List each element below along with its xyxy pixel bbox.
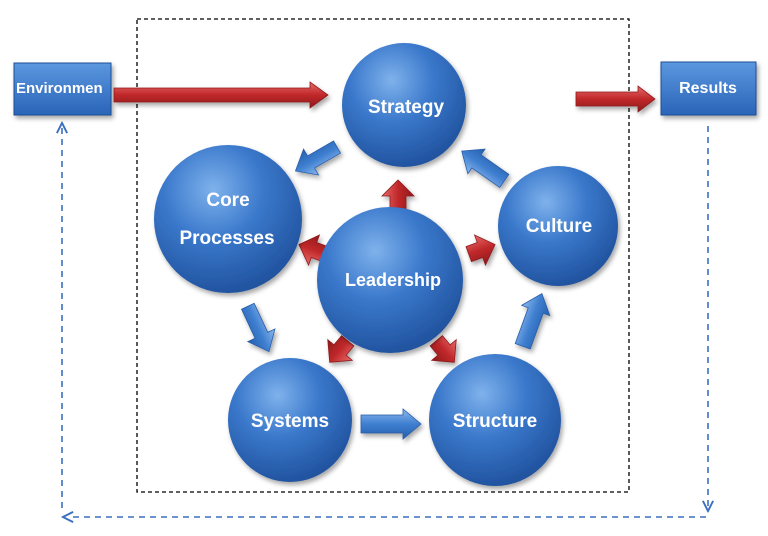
model-frame	[136, 18, 630, 493]
leadership-to-culture-arrow	[465, 234, 496, 267]
core-processes-node	[154, 145, 302, 293]
structure-to-culture-arrow	[514, 292, 551, 350]
leadership-node	[317, 207, 463, 353]
leadership-to-strategy-arrow	[381, 179, 415, 211]
environment-to-strategy-arrow	[113, 81, 329, 109]
leadership-to-systems-arrow	[327, 335, 355, 363]
culture-to-strategy-arrow	[461, 148, 510, 189]
feedback-loop	[62, 126, 708, 517]
structure-node	[429, 354, 561, 486]
environment-box	[13, 62, 112, 116]
core-processes-label-line-2: Processes	[179, 228, 274, 249]
systems-label: Systems	[251, 411, 329, 432]
culture-node	[498, 166, 618, 286]
leadership-label: Leadership	[345, 270, 441, 290]
results-label: Results	[679, 80, 737, 97]
strategy-label: Strategy	[368, 97, 444, 118]
environment-label: Environmen	[16, 80, 103, 97]
structure-label: Structure	[453, 411, 537, 432]
core-to-systems-arrow	[240, 302, 276, 353]
core-processes-label-line-1: Core	[206, 190, 249, 211]
systems-node	[228, 358, 352, 482]
systems-to-structure-arrow	[360, 408, 422, 440]
culture-label: Culture	[526, 216, 593, 237]
blue-flow-arrows	[240, 140, 551, 440]
strategy-to-core-arrow	[294, 140, 342, 176]
strategy-node	[342, 43, 466, 167]
results-box	[660, 61, 757, 116]
leadership-to-structure-arrow	[429, 335, 457, 363]
to-results-arrow	[575, 85, 656, 113]
